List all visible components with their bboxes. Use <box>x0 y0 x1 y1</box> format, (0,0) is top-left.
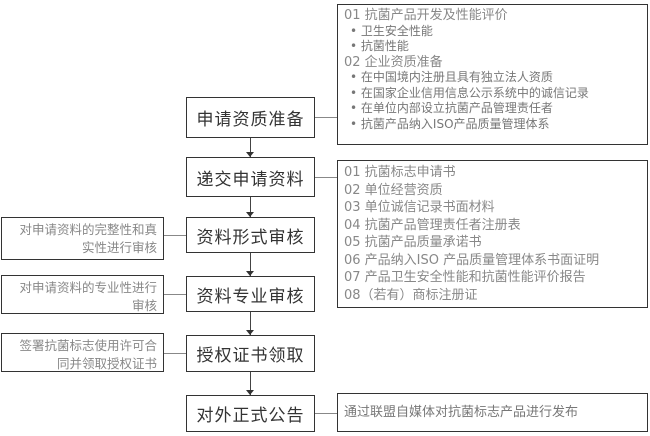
document-item: 04 抗菌产品管理责任者注册表 <box>344 217 521 233</box>
section-title: 01 抗菌产品开发及性能评价 <box>344 8 508 23</box>
qualification-panel: 01 抗菌产品开发及性能评价 卫生安全性能 抗菌性能 02 企业资质准备 在中国… <box>337 4 648 145</box>
connector <box>164 235 186 236</box>
announcement-note: 通过联盟自媒体对抗菌标志产品进行发布 <box>337 393 648 432</box>
arrow-icon <box>246 271 254 276</box>
list-item: 在中国境内注册且具有独立法人资质 <box>344 70 641 86</box>
connector <box>250 137 251 157</box>
connector <box>164 353 186 354</box>
document-item: 05 抗菌产品质量承诺书 <box>344 235 482 250</box>
step-submit-materials: 递交申请资料 <box>186 157 315 197</box>
connector <box>250 253 251 276</box>
connector <box>164 294 186 295</box>
document-item: 02 单位经营资质 <box>344 182 443 198</box>
documents-panel: 01 抗菌标志申请书 02 单位经营资质 03 单位诚信记录书面材料 04 抗菌… <box>337 160 648 308</box>
note-formal-review: 对申请资料的完整性和真实性进行审核 <box>1 217 164 260</box>
step-professional-review: 资料专业审核 <box>186 276 315 312</box>
document-item: 06 产品纳入ISO 产品质量管理体系书面证明 <box>344 252 600 268</box>
arrow-icon <box>246 330 254 335</box>
note-certificate: 签署抗菌标志使用许可合同并领取授权证书 <box>1 333 164 372</box>
arrow-icon <box>246 212 254 217</box>
list-item: 在国家企业信用信息公示系统中的诚信记录 <box>344 86 641 102</box>
step-certificate-collection: 授权证书领取 <box>186 335 315 372</box>
document-item: 03 单位诚信记录书面材料 <box>344 200 495 215</box>
step-formal-review: 资料形式审核 <box>186 217 315 253</box>
list-item: 抗菌性能 <box>344 39 641 55</box>
connector <box>250 197 251 217</box>
document-item: 01 抗菌标志申请书 <box>344 165 456 180</box>
note-professional-review: 对申请资料的专业性进行审核 <box>1 275 164 314</box>
list-item: 在单位内部设立抗菌产品管理责任者 <box>344 101 641 117</box>
arrow-icon <box>246 152 254 157</box>
connector <box>250 372 251 395</box>
step-qualification-prep: 申请资质准备 <box>186 97 315 138</box>
connector <box>315 413 338 414</box>
connector <box>315 177 337 178</box>
connector <box>250 312 251 335</box>
document-item: 08（若有）商标注册证 <box>344 287 478 303</box>
arrow-icon <box>246 390 254 395</box>
list-item: 卫生安全性能 <box>344 24 641 40</box>
section-title: 02 企业资质准备 <box>344 54 443 70</box>
list-item: 抗菌产品纳入ISO产品质量管理体系 <box>344 117 641 133</box>
step-public-announcement: 对外正式公告 <box>186 395 315 432</box>
document-item: 07 产品卫生安全性能和抗菌性能评价报告 <box>344 270 586 285</box>
connector <box>315 117 337 118</box>
